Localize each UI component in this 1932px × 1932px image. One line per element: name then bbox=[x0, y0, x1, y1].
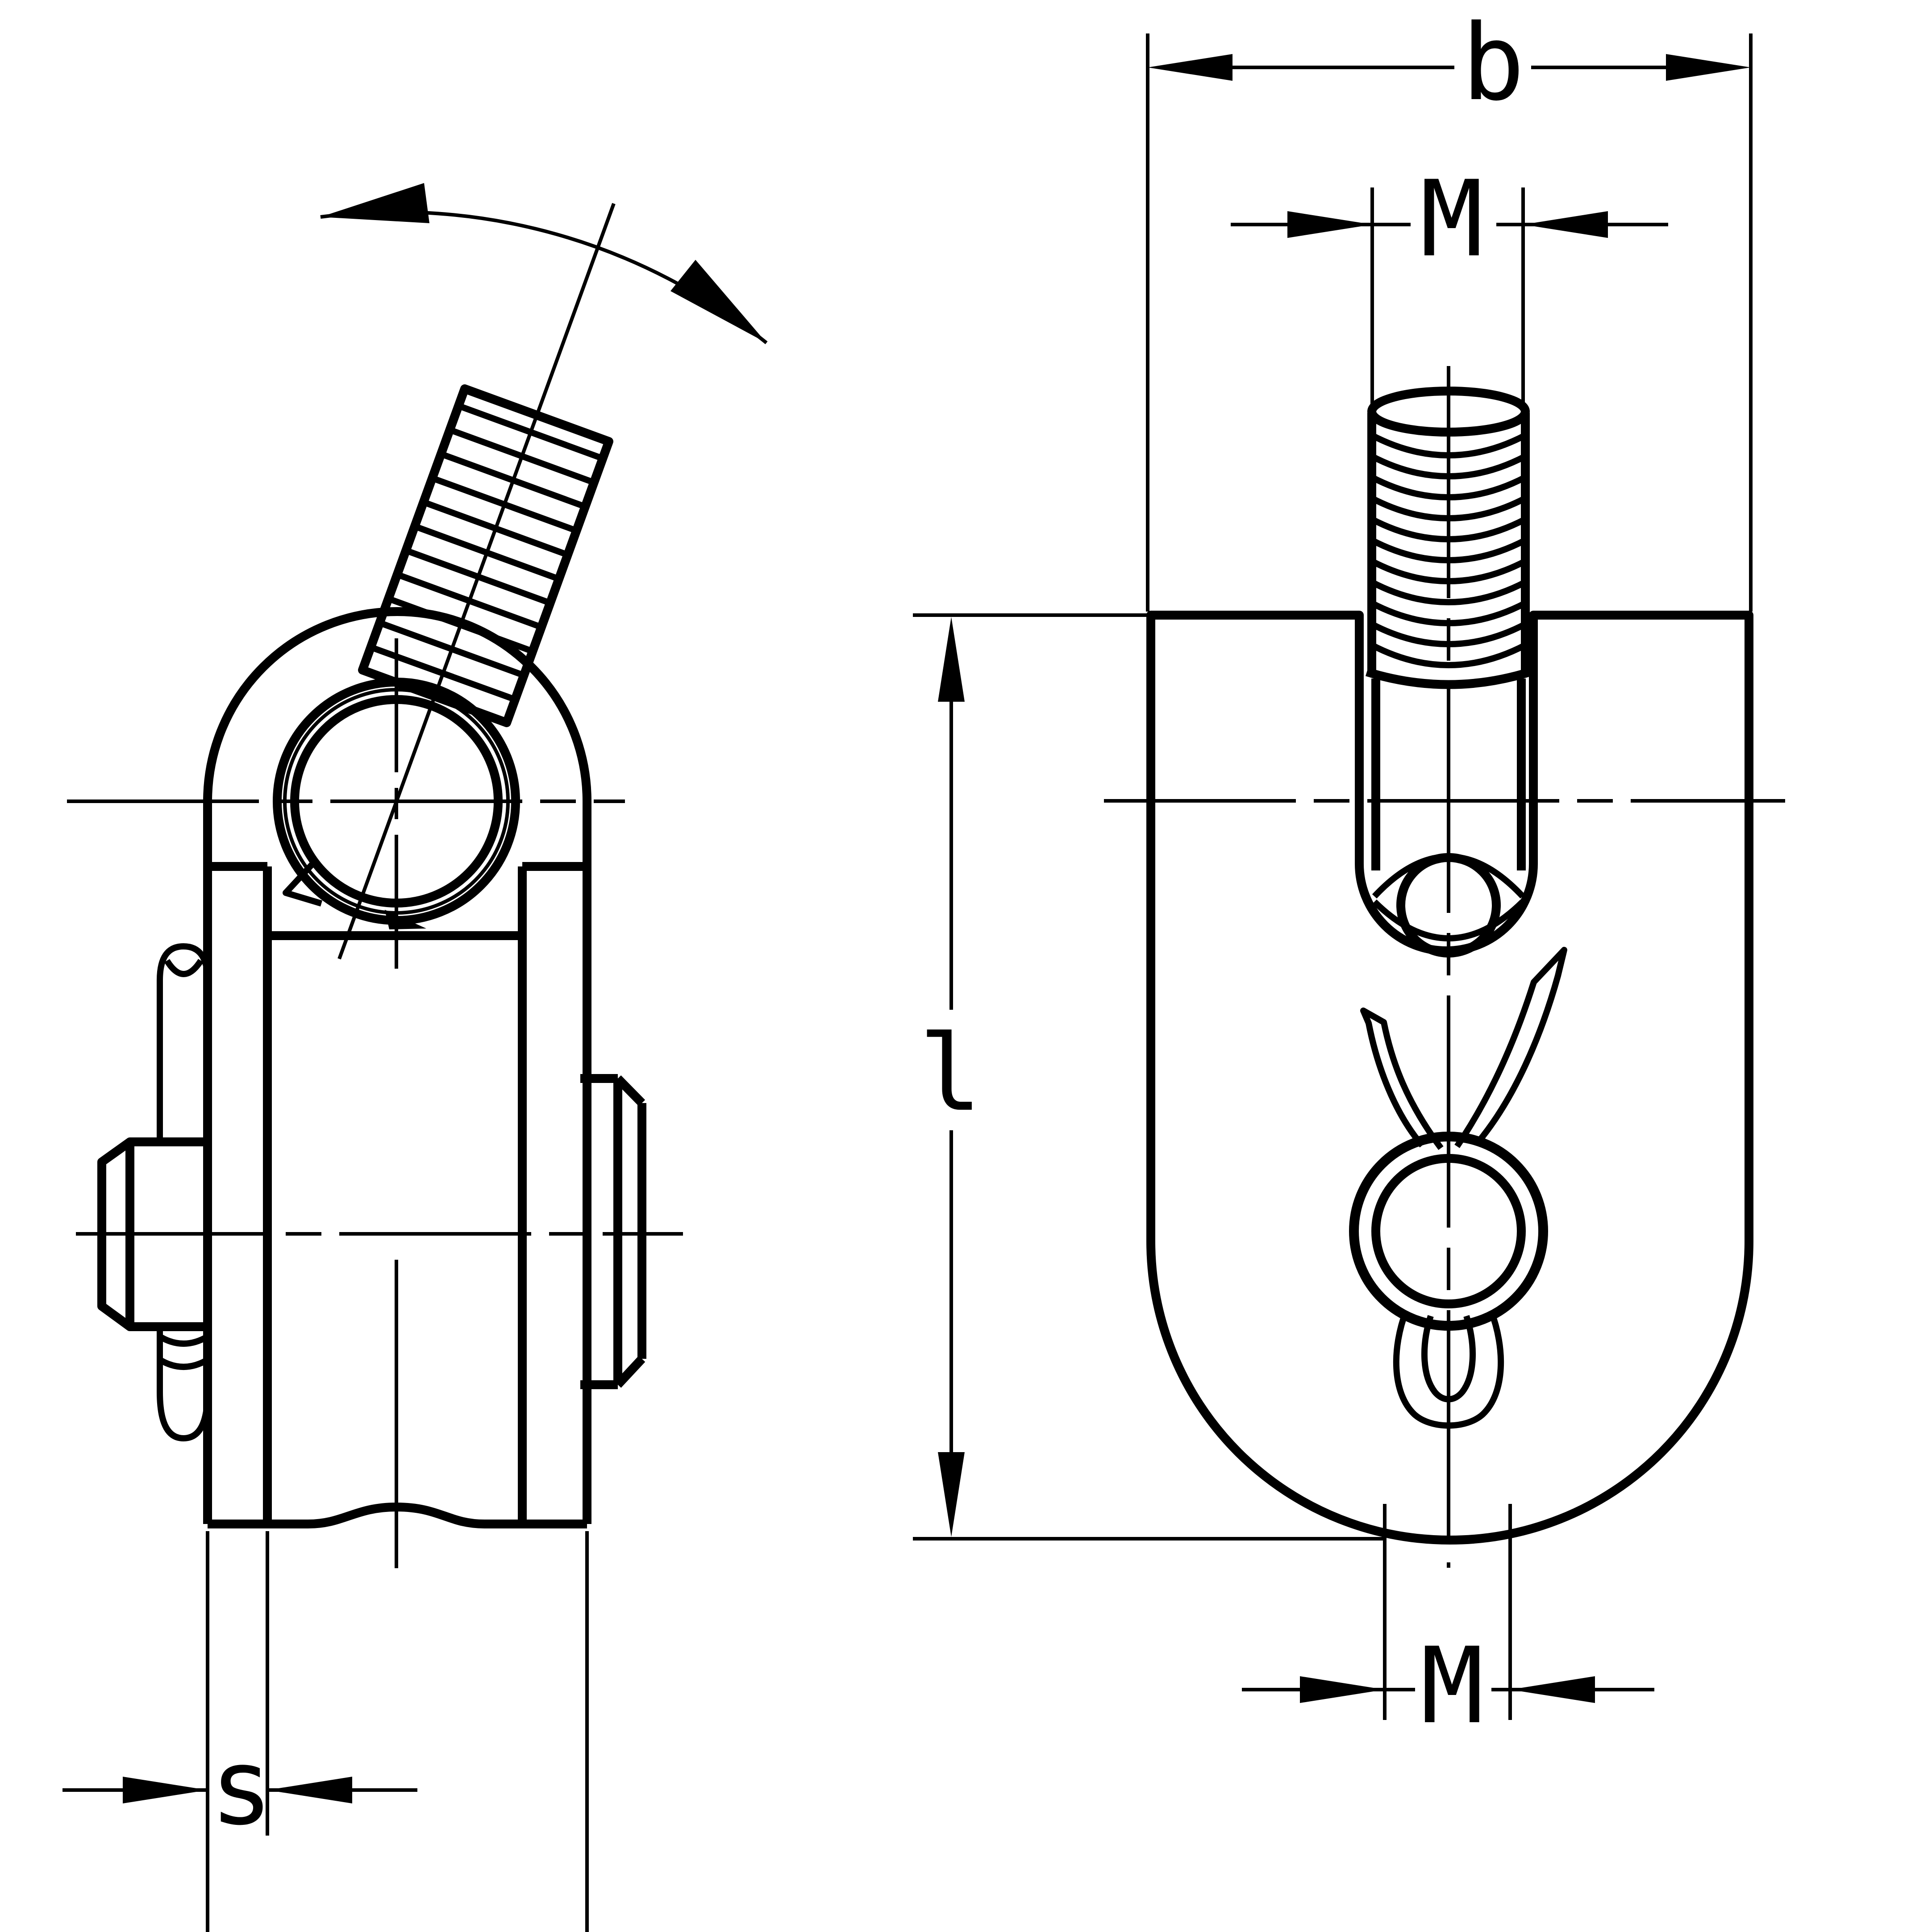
bolt-shaft bbox=[157, 943, 211, 1144]
clamp-bolt-assembly bbox=[97, 943, 211, 1441]
dim-arrowhead-icon bbox=[938, 617, 965, 702]
cotter-prong-right bbox=[1454, 947, 1567, 1148]
dim-h: h bbox=[585, 1531, 589, 1932]
dim-b: b bbox=[1146, 2, 1753, 612]
dim-m-top-label: M bbox=[1420, 158, 1483, 280]
rod-axis-centerline bbox=[337, 203, 616, 960]
front-view-figure: b M l M bbox=[913, 2, 1785, 1747]
cotter-prong-left bbox=[1360, 1008, 1444, 1150]
dim-arrowhead-icon bbox=[123, 1777, 208, 1803]
tail-thread-1 bbox=[158, 1333, 209, 1347]
ring-end-hook-icon bbox=[283, 859, 323, 907]
dim-arrowhead-icon bbox=[1148, 54, 1232, 81]
arc-arrowhead-left-icon bbox=[321, 183, 429, 223]
cotter-pin bbox=[1349, 947, 1567, 1429]
threaded-rod bbox=[337, 203, 616, 960]
side-nut bbox=[580, 1074, 646, 1389]
dim-m-bottom-label: M bbox=[1420, 1625, 1483, 1747]
dim-b-label: b bbox=[1461, 2, 1524, 124]
dim-l-label: l bbox=[919, 1013, 982, 1135]
dim-m-top: M bbox=[1231, 158, 1668, 413]
nut-chamfer-top bbox=[614, 1075, 645, 1107]
arc-arrowhead-right-icon bbox=[670, 260, 766, 343]
bolt-shaft-rim bbox=[164, 959, 204, 977]
bolt-tail-tip bbox=[157, 1391, 211, 1441]
dim-arrowhead-icon bbox=[1510, 1676, 1595, 1703]
rod-outline bbox=[358, 384, 613, 727]
head-outer-arc bbox=[203, 607, 591, 802]
dim-s: s bbox=[62, 1531, 417, 1932]
front-view-centerlines bbox=[1104, 366, 1785, 1568]
swivel-arc-arrow bbox=[320, 183, 768, 345]
side-view-centerlines bbox=[67, 638, 683, 1568]
dim-arrowhead-icon bbox=[938, 1452, 965, 1537]
tail-thread-2 bbox=[158, 1357, 209, 1370]
dim-arrowhead-icon bbox=[1287, 211, 1372, 238]
dim-l: l bbox=[913, 613, 1384, 1541]
side-view-figure: s h bbox=[62, 183, 768, 1932]
dim-arrowhead-icon bbox=[1666, 54, 1751, 81]
dim-s-label: s bbox=[210, 1727, 273, 1849]
dim-arrowhead-icon bbox=[267, 1777, 352, 1803]
dim-arrowhead-icon bbox=[1300, 1676, 1385, 1703]
dim-m-bottom: M bbox=[1242, 1504, 1654, 1747]
nut-chamfer-bottom bbox=[614, 1356, 645, 1388]
dim-arrowhead-icon bbox=[1523, 211, 1608, 238]
